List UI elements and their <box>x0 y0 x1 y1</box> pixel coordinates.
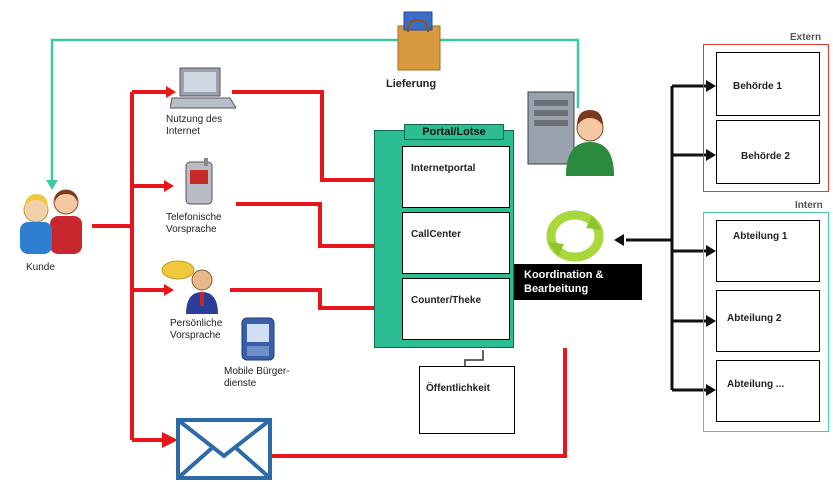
external-group <box>703 44 829 192</box>
external-item-label: Behörde 1 <box>733 81 782 92</box>
internal-item-label: Abteilung 1 <box>733 231 788 242</box>
phone-icon <box>185 158 213 205</box>
person-speech-icon <box>161 260 218 314</box>
channel-internet-label: Nutzung des Internet <box>166 114 223 137</box>
mobile-device-icon <box>241 317 275 361</box>
public-label: Öffentlichkeit <box>426 383 490 394</box>
envelope-icon <box>176 418 272 480</box>
portal-item-callcenter: CallCenter <box>402 212 510 274</box>
external-item-1: Behörde 1 <box>716 52 820 116</box>
refresh-cycle-icon <box>546 210 604 262</box>
laptop-icon <box>170 67 236 109</box>
internal-item-1: Abteilung 1 <box>716 220 820 282</box>
portal-item-label: Internetportal <box>411 163 476 174</box>
portal-item-label: CallCenter <box>411 229 462 240</box>
internal-group <box>703 212 829 432</box>
external-title: Extern <box>790 32 822 43</box>
internal-title: Intern <box>795 200 823 211</box>
internal-item-label: Abteilung 2 <box>727 313 782 324</box>
portal-title: Portal/Lotse <box>404 124 504 140</box>
coordination-label: Koordination & Bearbeitung <box>524 269 604 295</box>
customer-people-icon <box>20 189 82 254</box>
channel-phone-label: Telefonische Vorsprache <box>166 212 222 235</box>
customer-label: Kunde <box>26 262 55 273</box>
portal-item-counter: Counter/Theke <box>402 278 510 340</box>
external-item-label: Behörde 2 <box>741 151 790 162</box>
portal-item-internet: Internetportal <box>402 146 510 208</box>
internal-item-label: Abteilung ... <box>727 379 785 390</box>
internal-item-3: Abteilung ... <box>716 360 820 422</box>
channel-mobile-label: Mobile Bürger- dienste <box>224 366 290 389</box>
channel-personal-label: Persönliche Vorsprache <box>170 318 223 341</box>
server-admin-icon <box>527 91 614 176</box>
public-box: Öffentlichkeit <box>419 366 515 434</box>
internal-item-2: Abteilung 2 <box>716 290 820 352</box>
external-item-2: Behörde 2 <box>716 120 820 184</box>
shopping-bag-icon <box>397 11 441 71</box>
coordination-box <box>514 264 642 300</box>
portal-item-label: Counter/Theke <box>411 295 482 306</box>
delivery-label: Lieferung <box>386 78 437 90</box>
